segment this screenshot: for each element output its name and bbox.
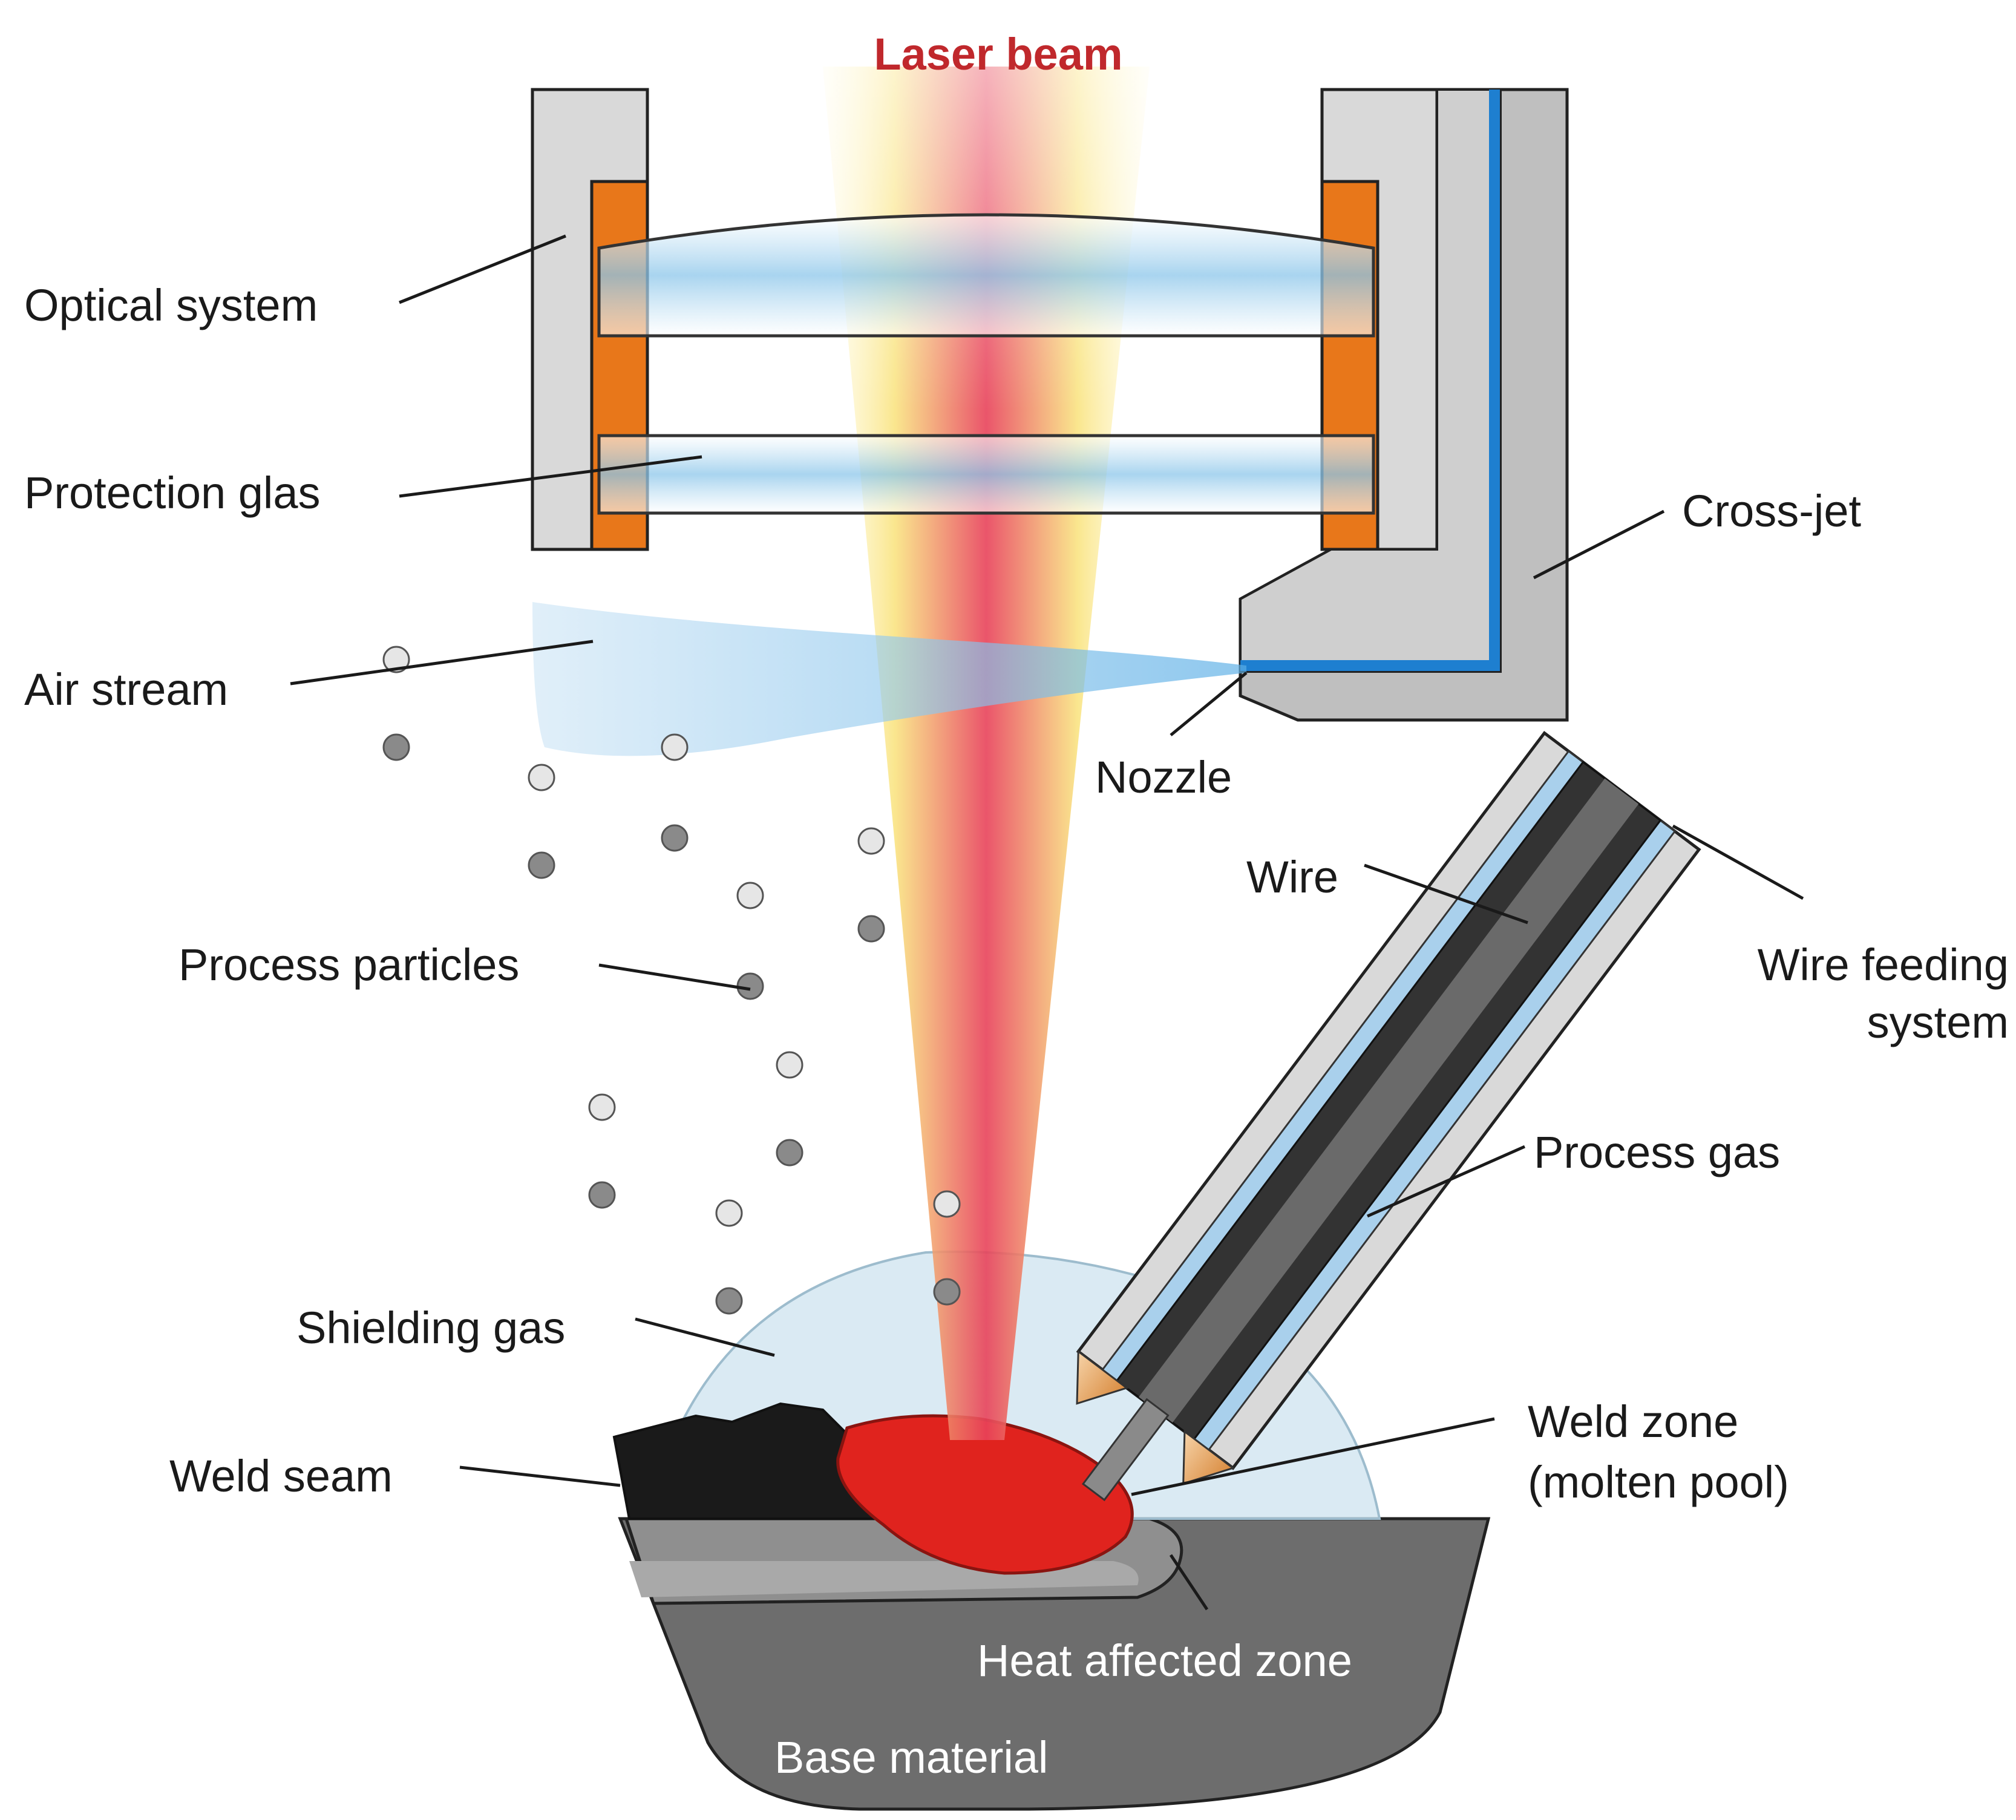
label-wire: Wire <box>1246 852 1338 902</box>
process-particle <box>588 1093 616 1121</box>
process-particle <box>528 764 555 791</box>
process-particle <box>661 733 689 761</box>
air-stream <box>532 602 1246 756</box>
base-material-block <box>618 1517 1491 1811</box>
label-shielding-gas: Shielding gas <box>296 1303 565 1353</box>
wire-feeding-system <box>1076 730 1701 1502</box>
label-heat-affected-zone: Heat affected zone <box>977 1635 1352 1686</box>
label-weld-zone-line1: Weld zone <box>1528 1396 1738 1447</box>
wire-end <box>1082 1398 1170 1502</box>
process-particle <box>528 851 555 879</box>
process-particles <box>382 646 961 1315</box>
label-cross-jet: Cross-jet <box>1682 486 1861 536</box>
label-weld-seam: Weld seam <box>169 1451 393 1501</box>
label-optical-system: Optical system <box>24 280 318 330</box>
process-particle <box>933 1278 961 1306</box>
label-process-gas: Process gas <box>1534 1127 1780 1177</box>
process-particle <box>661 824 689 852</box>
leader-lines <box>290 234 1804 1611</box>
process-particle <box>736 882 764 909</box>
optical-housing <box>531 88 1569 722</box>
process-particle <box>776 1051 803 1079</box>
process-particle <box>857 827 885 855</box>
process-particle <box>933 1190 961 1218</box>
feeder-tip-top <box>1076 1349 1129 1405</box>
label-wire-feeding-line2: system <box>1867 997 2009 1047</box>
process-particle <box>857 915 885 943</box>
process-particle <box>588 1181 616 1209</box>
label-process-particles: Process particles <box>178 940 519 990</box>
process-particle <box>382 646 410 673</box>
process-particle <box>382 733 410 761</box>
wire-core-center <box>1139 778 1639 1423</box>
label-nozzle: Nozzle <box>1095 752 1232 802</box>
cross-jet-inner-wall <box>1239 88 1502 673</box>
process-particle <box>776 1139 803 1167</box>
process-particle <box>736 972 764 1000</box>
label-protection-glas: Protection glas <box>24 468 321 518</box>
cross-jet-water-channel <box>1240 90 1500 671</box>
process-particle <box>715 1199 743 1227</box>
laser-beam-fade <box>823 67 1150 1440</box>
label-air-stream: Air stream <box>24 664 228 715</box>
label-weld-zone-line2: (molten pool) <box>1528 1457 1789 1507</box>
feeder-tip-bottom <box>1182 1430 1235 1485</box>
label-wire-feeding-line1: Wire feeding <box>1758 940 2009 990</box>
process-particle <box>715 1287 743 1315</box>
label-base-material: Base material <box>774 1732 1048 1782</box>
protection-glass <box>597 434 1375 515</box>
diagram-title: Laser beam <box>874 29 1122 79</box>
focusing-lens <box>597 213 1375 338</box>
